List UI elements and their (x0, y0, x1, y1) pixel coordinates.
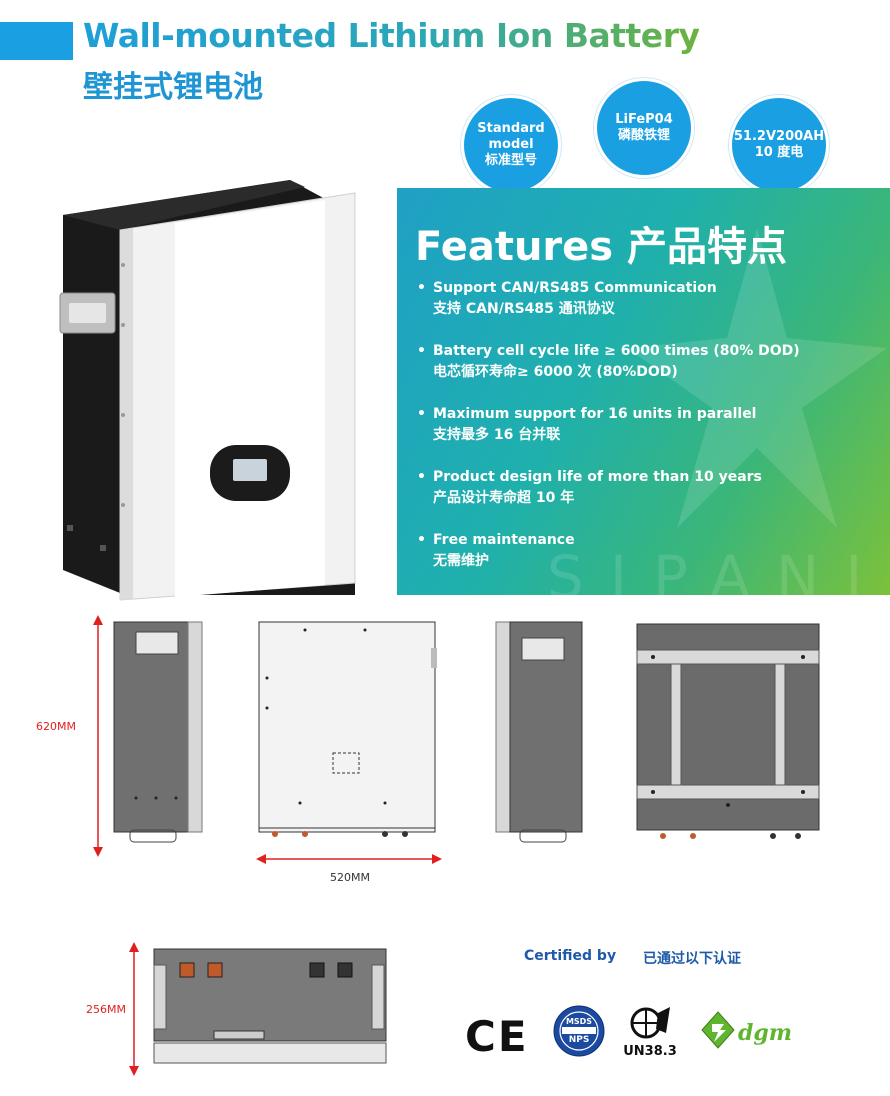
feature-text-en: Free maintenance (433, 532, 575, 548)
page-title-cn: 壁挂式锂电池 (83, 70, 263, 105)
badge-line: Standard (477, 121, 545, 136)
feature-item: Product design life of more than 10 year… (417, 467, 800, 530)
feature-item: Battery cell cycle life ≥ 6000 times (80… (417, 341, 800, 404)
features-list: Support CAN/RS485 Communication 支持 CAN/R… (417, 278, 800, 593)
feature-text-cn: 产品设计寿命超 10 年 (433, 490, 575, 506)
battery-product-image (59, 180, 356, 601)
feature-text-en: Product design life of more than 10 year… (433, 469, 762, 485)
features-title: Features 产品特点 (415, 224, 788, 270)
feature-text-cn: 无需维护 (433, 553, 489, 569)
badge-line: 51.2V200AH (733, 129, 825, 144)
dgm-logo-icon: dgm (701, 1011, 792, 1049)
un-mark: UN38.3 (624, 1044, 677, 1059)
feature-item: Free maintenance 无需维护 (417, 530, 800, 593)
feature-text-cn: 支持 CAN/RS485 通讯协议 (433, 301, 615, 317)
front-view-drawing (258, 621, 437, 837)
features-panel: SIPANI Features 产品特点 Support CAN/RS485 C… (397, 188, 890, 595)
height-dimension-arrow (93, 615, 103, 857)
header-accent-bar (0, 22, 73, 60)
badge-capacity: 51.2V200AH 10 度电 (729, 95, 829, 195)
page-title: Wall-mounted Lithium Ion Battery (83, 16, 700, 55)
side-view-right-drawing (495, 621, 583, 843)
badge-standard-model: Standard model 标准型号 (461, 95, 561, 195)
width-dimension-arrow (256, 854, 442, 864)
dgm-mark: dgm (738, 1020, 792, 1046)
badge-lifepo4: LiFeP04 磷酸铁锂 (594, 78, 694, 178)
depth-dimension-label: 256MM (86, 1003, 126, 1016)
feature-text-en: Support CAN/RS485 Communication (433, 280, 717, 296)
ce-mark: CE (465, 1012, 529, 1061)
badge-line: model (488, 137, 534, 152)
feature-text-en: Maximum support for 16 units in parallel (433, 406, 757, 422)
side-view-left-drawing (113, 621, 203, 843)
nps-mark: NPS (569, 1035, 590, 1045)
feature-item: Support CAN/RS485 Communication 支持 CAN/R… (417, 278, 800, 341)
badge-line: 标准型号 (484, 153, 537, 168)
msds-mark: MSDS (566, 1017, 592, 1026)
msds-logo-icon: MSDS NPS (553, 1005, 605, 1057)
rear-view-drawing (636, 623, 820, 839)
certified-by-label: Certified by (524, 948, 617, 964)
feature-text-en: Battery cell cycle life ≥ 6000 times (80… (433, 343, 800, 359)
ce-logo-icon: CE (465, 1012, 529, 1061)
feature-text-cn: 支持最多 16 台并联 (433, 427, 561, 443)
top-view-drawing (153, 948, 387, 1064)
un383-logo-icon: UN38.3 (624, 1007, 677, 1059)
feature-item: Maximum support for 16 units in parallel… (417, 404, 800, 467)
depth-dimension-arrow (129, 942, 139, 1076)
badge-line: LiFeP04 (615, 112, 673, 127)
width-dimension-label: 520MM (330, 871, 370, 884)
badge-line: 磷酸铁锂 (617, 128, 670, 143)
badge-line: 10 度电 (754, 145, 804, 160)
height-dimension-label: 620MM (36, 720, 76, 733)
feature-text-cn: 电芯循环寿命≥ 6000 次 (80%DOD) (433, 364, 678, 380)
certified-by-label-cn: 已通过以下认证 (643, 951, 741, 967)
